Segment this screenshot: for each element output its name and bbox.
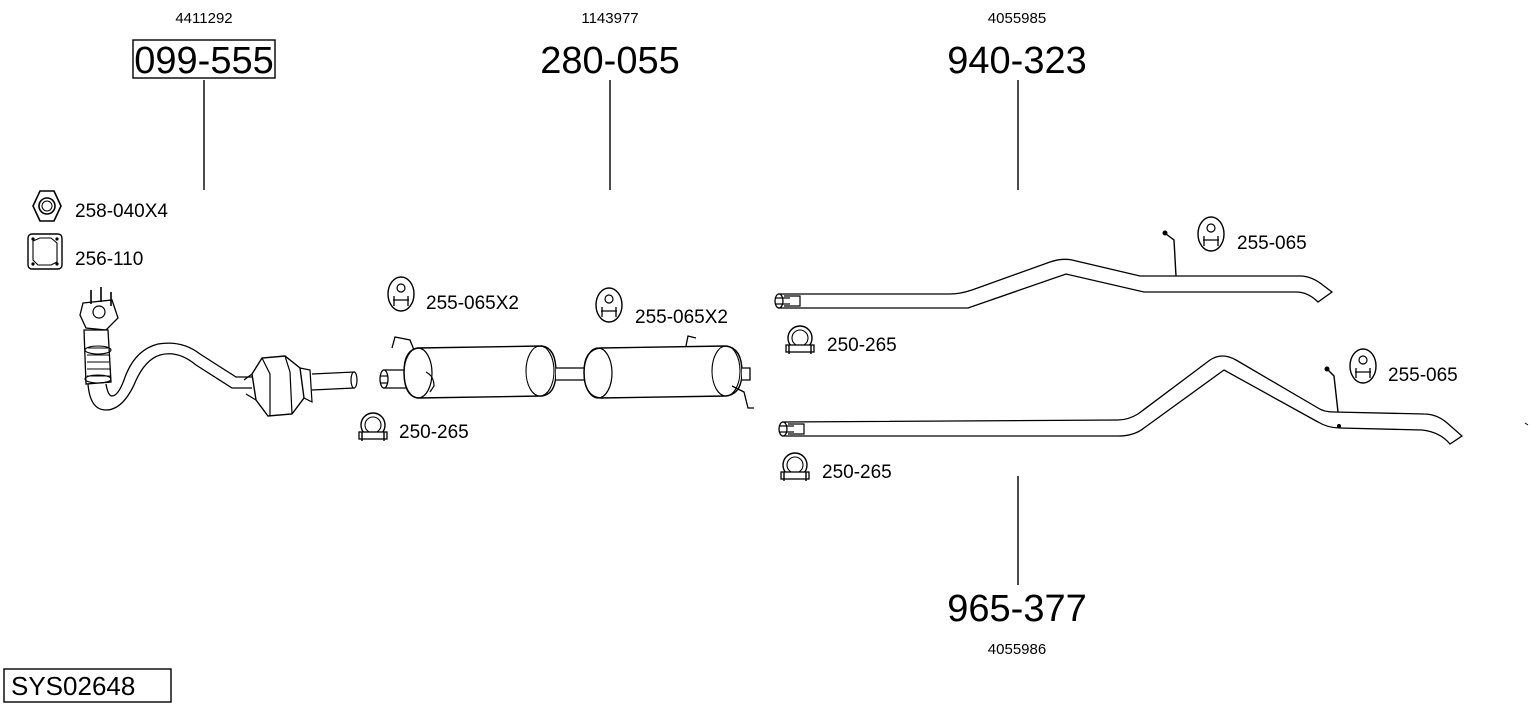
pipe-clamp-icon	[358, 412, 388, 441]
accessory-clamp-cat-label[interactable]: 250-265	[399, 422, 469, 443]
gasket-icon	[27, 233, 63, 270]
accessory-hanger-lower-label[interactable]: 255-065	[1388, 365, 1458, 386]
pipe-clamp-icon	[780, 452, 810, 481]
part-number-middle-silencer[interactable]: 280-055	[540, 40, 679, 82]
upper-tailpipe-drawing	[774, 230, 1334, 309]
accessory-hanger-upper-label[interactable]: 255-065	[1237, 233, 1307, 254]
part-highlight-box	[132, 39, 276, 79]
accessory-hanger-mid-1-label[interactable]: 255-065X2	[426, 293, 519, 314]
catalyst-front-pipe-drawing	[79, 287, 358, 417]
lower-tailpipe-drawing	[778, 355, 1464, 445]
accessory-gasket-label[interactable]: 256-110	[75, 249, 143, 270]
middle-silencer-drawing	[379, 335, 754, 409]
system-number-box	[3, 668, 172, 703]
oe-number-upper-tailpipe: 4055985	[988, 10, 1046, 27]
edge-mark	[1524, 422, 1529, 426]
part-number-upper-tailpipe[interactable]: 940-323	[947, 40, 1086, 82]
oe-number-catalyst: 4411292	[175, 10, 232, 27]
oe-number-lower-tailpipe: 4055986	[988, 641, 1046, 658]
oe-number-middle-silencer: 1143977	[581, 10, 638, 27]
part-number-catalyst[interactable]: 099-555	[134, 40, 273, 82]
hex-nut-icon	[32, 190, 62, 222]
accessory-clamp-upper-label[interactable]: 250-265	[827, 335, 897, 356]
rubber-hanger-icon	[1197, 216, 1225, 252]
system-number: SYS02648	[11, 671, 135, 701]
rubber-hanger-icon	[595, 287, 623, 323]
accessory-nut-label[interactable]: 258-040X4	[75, 201, 168, 222]
rubber-hanger-icon	[387, 276, 415, 312]
accessory-clamp-lower-label[interactable]: 250-265	[822, 462, 892, 483]
accessory-hanger-mid-2-label[interactable]: 255-065X2	[635, 307, 728, 328]
part-number-lower-tailpipe[interactable]: 965-377	[947, 588, 1086, 630]
pipe-clamp-icon	[785, 325, 815, 354]
rubber-hanger-icon	[1349, 348, 1377, 384]
